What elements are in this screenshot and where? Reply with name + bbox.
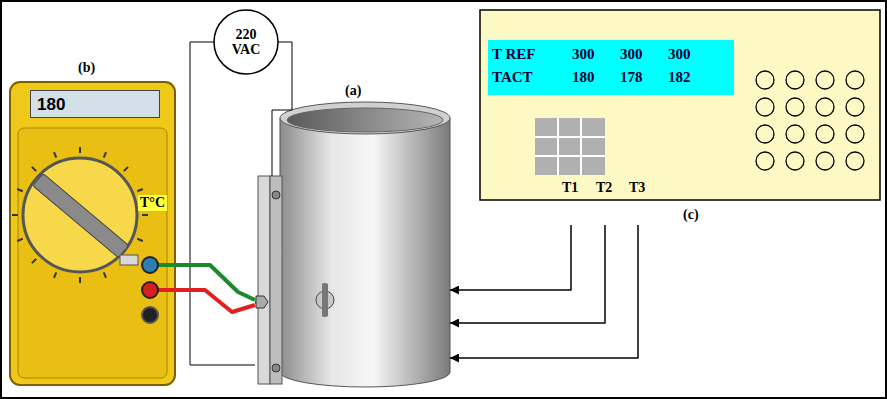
signal-arrow [450,225,638,358]
panel-button [786,98,804,116]
panel-button [846,152,864,170]
wire [278,42,292,100]
signal-arrow [450,225,605,323]
table-cell: 178 [620,69,668,86]
controller-drawing [480,10,880,200]
clamp-bolt [272,191,280,199]
dial-tick [54,272,56,278]
table-cell: T REF [492,46,572,63]
terminal-label: T1 [562,180,578,196]
wire [175,265,255,300]
table-cell: 300 [668,46,716,63]
controller-display: T REF300300300TACT180178182 [488,40,734,95]
wire [175,290,255,312]
probe-lead [158,288,175,292]
panel-button [816,152,834,170]
panel-button [786,125,804,143]
heater-inside [287,108,443,132]
panel-button [756,98,774,116]
heater-rim [280,102,450,134]
dial-tick [137,239,143,241]
multimeter-body [10,82,175,385]
multimeter-face [18,128,167,378]
keypad-icon [535,118,605,175]
table-cell: 180 [572,69,620,86]
source-circle [214,10,278,74]
dial-tick [17,239,23,241]
clamp-plate [270,176,282,384]
keypad-grid [535,118,605,175]
panel-button [846,98,864,116]
terminal-label: T2 [596,180,612,196]
band-heater-drawing [255,100,450,387]
heater-body [280,118,450,387]
panel-button [756,125,774,143]
panel-button [786,71,804,89]
voltage-source: 220 VAC [214,10,278,74]
reading: 180 [37,95,65,115]
terminal-label: T3 [629,180,645,196]
panel-button [846,71,864,89]
signal-arrow [450,225,571,290]
function-label: T°C [138,195,167,211]
clamp-bolt [272,364,280,372]
band-heater: (a) [255,100,450,385]
dial-tick [142,214,148,216]
part-label: (c) [683,207,699,223]
table-cell: TACT [492,69,572,86]
probe-lead [158,263,175,267]
multimeter-display: 180 [30,90,160,118]
selector-dial [23,158,137,272]
supply-lead [272,100,292,176]
panel-button [756,71,774,89]
clamp-plate [258,176,270,384]
multimeter: 180(b)T°C [10,82,175,385]
panel-button [786,152,804,170]
table-cell: 300 [620,46,668,63]
dial-pointer [33,174,129,258]
reading-table: T REF300300300TACT180178182 [488,40,734,93]
dial-tick [104,152,106,158]
panel-button [816,71,834,89]
dial-tick [32,167,36,171]
dial-tick [17,189,23,191]
panel-button [756,152,774,170]
panel-button [816,125,834,143]
table-cell: 182 [668,69,716,86]
input-jack [142,282,158,298]
terminal-nut [256,296,268,308]
heater-bolt [322,283,328,317]
input-jack [142,257,158,273]
dial-tick [79,147,81,153]
source-label: 220 VAC [224,27,268,58]
input-jack [142,307,158,323]
wire [190,42,255,365]
panel-button [816,98,834,116]
dial-tick [104,272,106,278]
multimeter-drawing [10,82,175,385]
dial-ticks [12,147,148,283]
dial-tick [54,152,56,158]
dial-tick [12,214,18,216]
part-label: (a) [345,83,361,99]
controller-panel [480,10,880,200]
temperature-controller: T REF300300300TACT180178182T1T2T3(c) [480,10,880,225]
button-array [756,71,864,170]
table-cell: 300 [572,46,620,63]
button [120,255,138,265]
dial-tick [32,259,36,263]
dial-tick [124,167,128,171]
part-label: (b) [78,60,95,76]
dial-tick [79,277,81,283]
panel-button [846,125,864,143]
dial-tick [137,189,143,191]
